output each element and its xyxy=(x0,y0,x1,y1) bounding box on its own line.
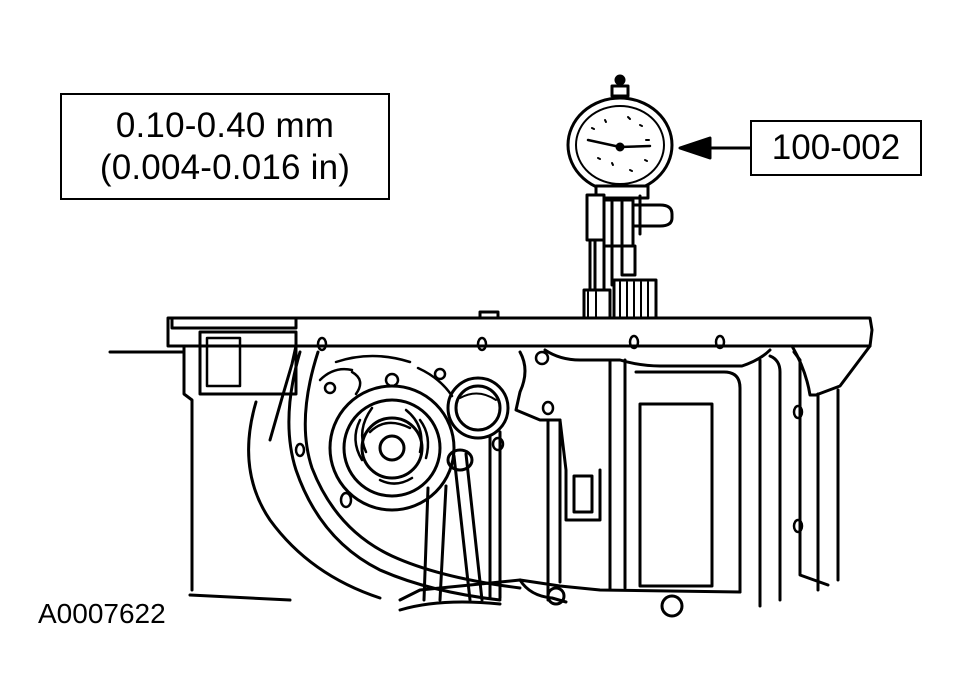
clearance-spec-callout: 0.10-0.40 mm (0.004-0.016 in) xyxy=(60,93,390,200)
callout-arrow-icon xyxy=(678,136,752,160)
tool-number-callout: 100-002 xyxy=(750,120,922,176)
spec-imperial: (0.004-0.016 in) xyxy=(99,147,351,187)
figure-id: A0007622 xyxy=(38,598,168,630)
dial-indicator-icon xyxy=(566,74,674,328)
engine-block-outline xyxy=(108,310,874,618)
tool-number-label: 100-002 xyxy=(771,128,901,167)
spec-metric: 0.10-0.40 mm xyxy=(115,105,335,145)
